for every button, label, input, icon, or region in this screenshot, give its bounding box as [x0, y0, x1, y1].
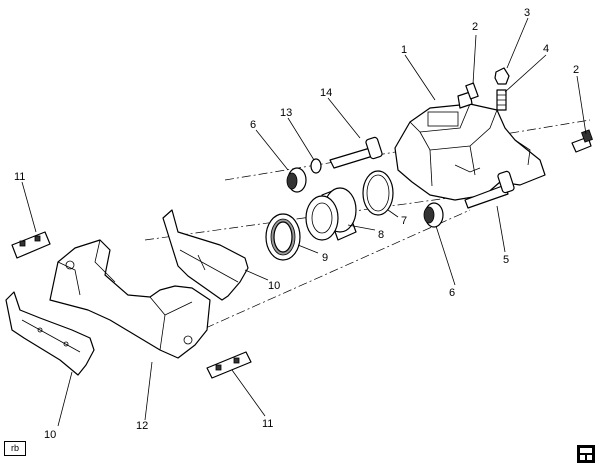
callout-10-lower: 10	[44, 429, 56, 441]
callout-labels: 1 2 3 4 2 14 13 6 6 5 7 8 9 10 10 11 11 …	[14, 7, 579, 441]
piston	[305, 187, 357, 241]
leader-lines	[21, 17, 587, 427]
alignment-axes	[144, 119, 591, 336]
bleeder-valve-cap	[494, 67, 510, 85]
callout-2-upper: 2	[472, 21, 478, 33]
caliper-bolt-upper	[457, 82, 479, 109]
book-icon	[577, 445, 595, 463]
callout-1: 1	[401, 44, 407, 56]
callout-11-lower: 11	[262, 418, 273, 430]
callout-11-upper: 11	[14, 171, 25, 183]
callout-13: 13	[280, 107, 292, 119]
brake-pad-outer	[5, 291, 95, 376]
guide-pin-upper	[329, 136, 383, 169]
caliper-bracket	[49, 239, 211, 359]
piston-boot	[265, 213, 301, 261]
guide-pin-boot-upper	[286, 167, 307, 193]
callout-6-upper: 6	[250, 119, 256, 131]
callout-5: 5	[503, 254, 509, 266]
caliper-housing	[394, 103, 546, 201]
callout-4: 4	[543, 43, 549, 55]
piston-seal	[362, 170, 394, 216]
seal-small	[310, 158, 322, 174]
brake-pad-inner	[162, 209, 249, 301]
callout-12: 12	[136, 420, 148, 432]
pad-retainer-lower	[206, 351, 252, 379]
callout-6-lower: 6	[449, 287, 455, 299]
callout-14: 14	[320, 87, 332, 99]
bleeder-valve	[496, 89, 507, 111]
callout-9: 9	[322, 252, 328, 264]
caliper-bolt-right	[571, 129, 593, 153]
guide-pin-lower	[464, 170, 515, 209]
callout-3: 3	[524, 7, 530, 19]
callout-10-upper: 10	[268, 280, 280, 292]
callout-8: 8	[378, 229, 384, 241]
diagram-tag: rb	[4, 441, 26, 456]
callout-2-right: 2	[573, 64, 579, 76]
guide-pin-boot-lower	[423, 202, 444, 228]
callout-7: 7	[401, 215, 407, 227]
pad-retainer-upper	[11, 231, 51, 259]
